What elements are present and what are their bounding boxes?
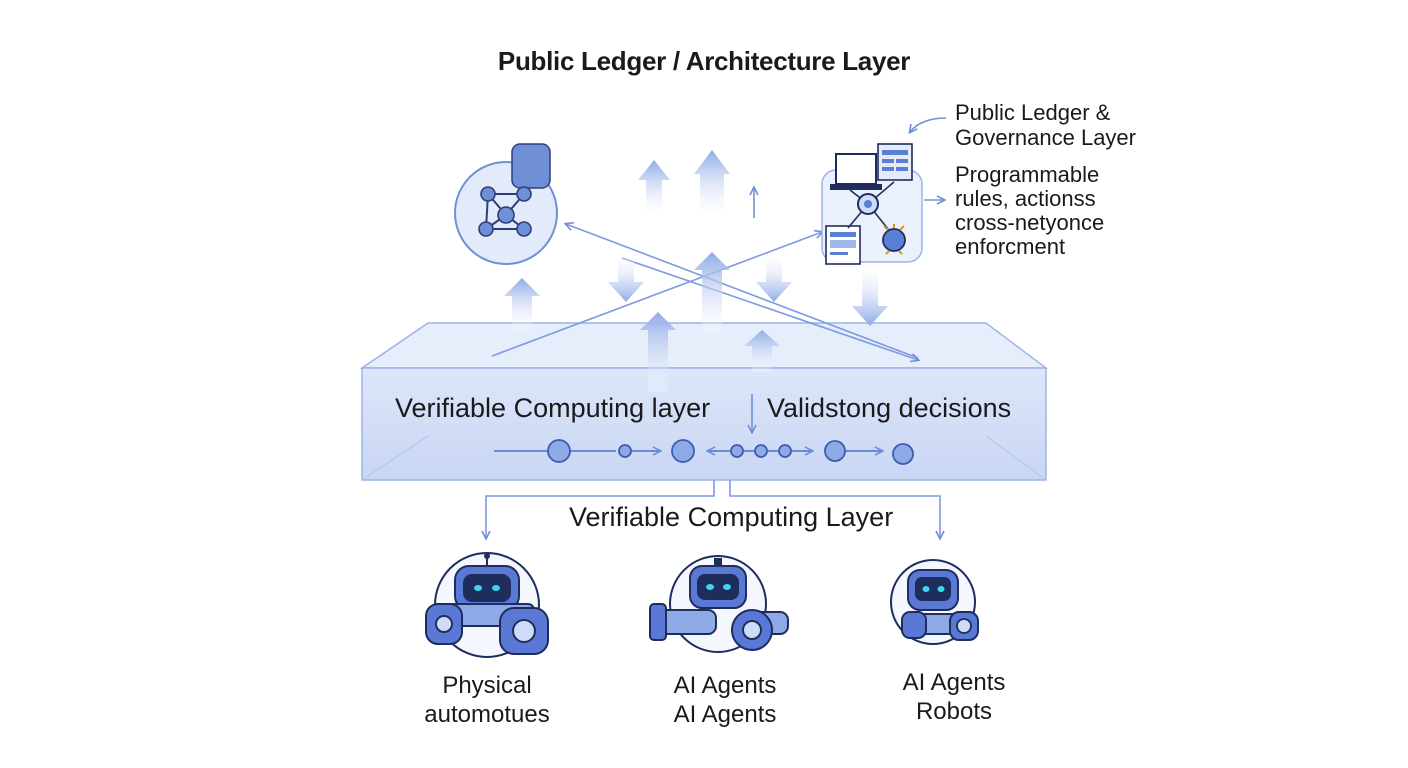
physical-robot-icon [425,552,549,658]
computing-layer-box [359,322,1049,481]
document-icon [825,225,861,265]
governance-heading-line: Public Ledger & [955,100,1111,125]
up-arrow [744,330,780,372]
agent-label-line: AI Agents [673,672,777,699]
governance-heading: Public Ledger & Governance Layer [955,100,1136,150]
governance-desc-line: Programmable [955,162,1100,187]
decisions-label: Validstong decisions [767,393,1012,423]
agent-label-line: Robots [915,698,993,725]
up-arrow [694,150,730,216]
governance-cluster-icon [821,143,944,265]
network-graph-icon [454,143,558,265]
robot-rover-icon [890,559,979,645]
down-arrow [852,266,888,326]
governance-desc-line: cross-netyonce [955,210,1105,235]
up-arrow [504,278,540,330]
governance-heading-line: Governance Layer [955,125,1136,150]
flow-arrows [504,150,888,432]
governance-desc-line: rules, actionss [955,186,1096,211]
ai-agent-robot-icon [649,555,789,653]
governance-desc-line: enforcment [955,234,1066,259]
governance-description: Programmable rules, actionss cross-netyo… [955,163,1104,259]
page-title: Public Ledger / Architecture Layer [497,46,911,76]
cross-connectors [491,224,918,360]
chain-nodes [547,439,914,465]
gear-icon [882,224,906,255]
bottom-layer-label: Verifiable Computing Layer [569,502,894,532]
laptop-icon [830,153,882,190]
up-arrow [694,252,730,334]
down-arrow [756,256,792,302]
agent-label-line: AI Agents [673,701,777,728]
agent-label-line: Physical [442,672,532,699]
document-icon [877,143,913,181]
agent-label-robots: AI Agents Robots [854,668,1054,726]
agent-label-ai-agents: AI Agents AI Agents [625,671,825,729]
agent-label-line: automotues [424,701,550,728]
up-arrow [640,312,676,392]
branch-connectors [486,480,940,538]
agent-label-physical: Physical automotues [387,671,587,729]
up-arrow [638,160,670,216]
agent-label-line: AI Agents [902,669,1006,696]
down-arrow [608,256,644,302]
computing-layer-label: Verifiable Computing layer [395,393,711,423]
pointer-arrow [910,117,947,132]
